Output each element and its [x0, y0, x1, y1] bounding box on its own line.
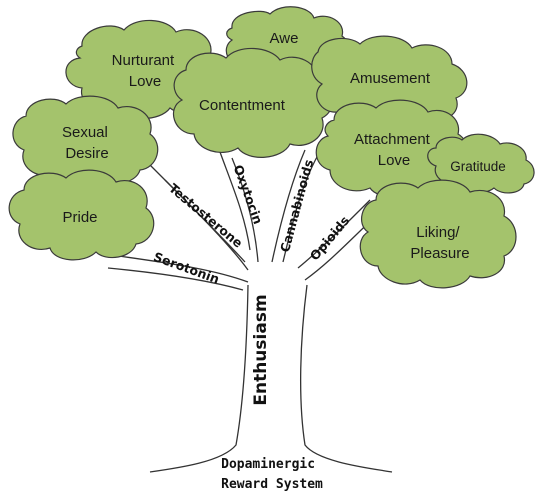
label-love-nurturant: Love [129, 73, 162, 90]
svg-text:Liking/ Pleasure: Liking/ Pleasure [410, 224, 469, 262]
label-contentment: Contentment [199, 97, 286, 114]
root-label-reward-system: Reward System [221, 477, 323, 492]
emotion-clouds [8, 6, 535, 289]
svg-text:Attachment Love: Attachment Love [354, 131, 434, 169]
svg-text:Pride: Pride [62, 209, 97, 226]
label-amusement: Amusement [350, 70, 431, 87]
svg-text:Sexual Desire: Sexual Desire [62, 124, 112, 162]
label-attachment: Attachment [354, 131, 431, 148]
label-love-attachment: Love [378, 152, 411, 169]
svg-text:Amusement: Amusement [350, 70, 431, 87]
label-pride: Pride [62, 209, 97, 226]
cloud-gratitude [427, 133, 535, 194]
svg-text:Dopaminergic Reward System: Dopaminergic Reward System [221, 457, 323, 492]
svg-text:Awe: Awe [270, 30, 299, 47]
trunk-label-enthusiasm: Enthusiasm [251, 294, 271, 405]
svg-text:Gratitude: Gratitude [450, 159, 506, 174]
label-nurturant: Nurturant [112, 52, 175, 69]
cloud-sexual-desire [12, 95, 159, 187]
root-label-dopaminergic: Dopaminergic [221, 457, 315, 472]
branch-label-serotonin: Serotonin [152, 249, 222, 287]
svg-text:Contentment: Contentment [199, 97, 286, 114]
label-gratitude: Gratitude [450, 159, 506, 174]
cloud-liking-pleasure [359, 179, 517, 289]
tree-trunk [149, 284, 393, 473]
branch-label-opioids: Opioids [307, 213, 353, 263]
cloud-pride [8, 169, 155, 261]
label-sexual: Sexual [62, 124, 108, 141]
label-pleasure: Pleasure [410, 245, 469, 262]
label-liking: Liking/ [416, 224, 460, 241]
cloud-contentment [172, 47, 334, 158]
label-desire: Desire [65, 145, 108, 162]
branch-labels: Testosterone Oxytocin Cannabinoids Opioi… [152, 158, 353, 287]
label-awe: Awe [270, 30, 299, 47]
svg-text:Nurturant Love: Nurturant Love [112, 52, 179, 90]
cloud-labels: Awe Nurturant Love Contentment Amusement… [62, 30, 506, 262]
